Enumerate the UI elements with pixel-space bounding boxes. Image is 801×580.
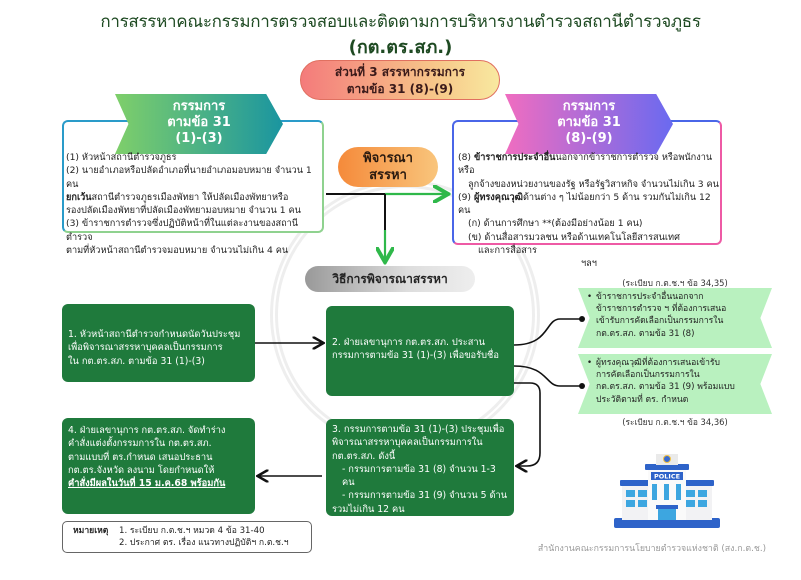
note-line: ผู้ทรงคุณวุฒิที่ต้องการเสนอเข้ารับ	[596, 358, 720, 368]
remark-item: 2. ประกาศ ตร. เรื่อง แนวทางปฏิบัติฯ ก.ต.…	[119, 538, 289, 548]
note-bullet: ข้าราชการประจำอื่นนอกจาก ข้าราชการตำรวจ …	[587, 291, 766, 340]
step-line: 2. ฝ่ายเลขานุการ กต.ตร.สภ. ประสาน	[332, 337, 486, 348]
list-item: (9) ผู้ทรงคุณวุฒิด้านต่าง ๆ ไม่น้อยกว่า …	[458, 191, 720, 218]
item-text: นอกจากข้าราชการตำรวจ หรือพนักงาน หรือ	[458, 152, 713, 177]
note-line: ข้าราชการตำรวจ ฯ ที่ต้องการเสนอ	[596, 304, 727, 315]
note1-dot	[579, 316, 585, 322]
step-line: ตามแบบที่ ตร.กำหนด เสนอประธาน	[68, 451, 213, 463]
item-number: (8)	[458, 152, 472, 163]
note2-dot	[579, 383, 585, 389]
page-title: การสรรหาคณะกรรมการตรวจสอบและติดตามการบริ…	[100, 12, 701, 32]
remarks-label: หมายเหตุ	[73, 526, 109, 536]
list-item: ตามที่หัวหน้าสถานีตำรวจมอบหมาย จำนวนไม่เ…	[66, 245, 289, 257]
right-panel-ribbon: กรรมการ ตามข้อ 31 (8)-(9)	[505, 94, 673, 154]
side-note-1: ข้าราชการประจำอื่นนอกจาก ข้าราชการตำรวจ …	[578, 288, 772, 348]
step2-to-step3-connector	[514, 382, 541, 466]
note-bullet: ผู้ทรงคุณวุฒิที่ต้องการเสนอเข้ารับ การคั…	[587, 357, 766, 406]
step-2-box: 2. ฝ่ายเลขานุการ กต.ตร.สภ. ประสาน กรรมกา…	[326, 306, 514, 396]
item-bold: ผู้ทรงคุณวุฒิ	[473, 191, 523, 203]
left-panel-ribbon: กรรมการ ตามข้อ 31 (1)-(3)	[115, 94, 283, 154]
section-pill-line1: ส่วนที่ 3 สรรหากรรมการ	[334, 65, 466, 79]
section-pill-line2: ตามข้อ 31 (8)-(9)	[346, 82, 454, 96]
list-etc: ฯลฯ	[581, 258, 597, 270]
note-line: ข้าราชการประจำอื่นนอกจาก	[596, 292, 704, 302]
exception-label: ยกเว้น	[66, 191, 92, 203]
page-subtitle: (กต.ตร.สภ.)	[348, 37, 453, 58]
list-item: (ข) ด้านสื่อสารมวลชน หรือด้านเทคโนโลยีสา…	[468, 231, 680, 243]
list-item: (8) ข้าราชการประจำอื่นนอกจากข้าราชการตำร…	[458, 151, 720, 178]
remarks-box: หมายเหตุ 1. ระเบียบ ก.ต.ช.ฯ หมวด 4 ข้อ 3…	[62, 521, 312, 553]
step-3-box: 3. กรรมการตามข้อ 31 (1)-(3) ประชุมเพื่อ …	[326, 419, 514, 516]
consider-pill-line1: พิจารณา	[363, 151, 413, 166]
step-line: - กรรมการตามข้อ 31 (9) จำนวน 5 ด้าน	[342, 490, 508, 502]
step2-to-note2-connector	[513, 365, 582, 387]
step-line: 3. กรรมการตามข้อ 31 (1)-(3) ประชุมเพื่อ	[332, 424, 505, 435]
ribbon-line: ตามข้อ 31	[167, 115, 231, 130]
right-panel-list: (8) ข้าราชการประจำอื่นนอกจากข้าราชการตำร…	[458, 151, 720, 271]
ribbon-line: กรรมการ	[562, 99, 616, 114]
note-line: กต.ตร.สภ. ตามข้อ 31 (9) พร้อมแบบ	[596, 382, 735, 393]
regulation-ref-1: (ระเบียบ ก.ต.ช.ฯ ข้อ 34,35)	[622, 278, 728, 288]
section-pill: ส่วนที่ 3 สรรหากรรมการ ตามข้อ 31 (8)-(9)	[300, 60, 500, 100]
step-line: พิจารณาสรรหาบุคคลเป็นกรรมการใน	[332, 437, 483, 449]
step-1-box: 1. หัวหน้าสถานีตำรวจกำหนดนัดวันประชุม เพ…	[62, 304, 255, 382]
step-line: 1. หัวหน้าสถานีตำรวจกำหนดนัดวันประชุม	[68, 329, 241, 340]
ribbon-line: (1)-(3)	[175, 131, 223, 146]
step-line: รวมไม่เกิน 12 คน	[332, 503, 405, 515]
consider-pill-line2: สรรหา	[369, 168, 407, 183]
side-note-2: ผู้ทรงคุณวุฒิที่ต้องการเสนอเข้ารับ การคั…	[578, 354, 772, 414]
note-line: การคัดเลือกเป็นกรรมการใน	[596, 370, 700, 381]
item-text: ด้านต่าง ๆ ไม่น้อยกว่า 5 ด้าน รวมกันไม่เ…	[458, 191, 711, 217]
police-station-icon: POLICE	[614, 454, 720, 528]
item-bold: ข้าราชการประจำอื่น	[473, 152, 556, 163]
method-pill: วิธีการพิจารณาสรรหา	[305, 266, 475, 292]
list-item: และการสื่อสาร	[478, 245, 537, 257]
list-item: ลูกจ้างของหน่วยงานของรัฐ หรือรัฐวิสาหกิจ…	[468, 178, 719, 190]
step-line: กต.ตร.จังหวัด ลงนาม โดยกำหนดให้	[68, 464, 215, 476]
remark-item: 1. ระเบียบ ก.ต.ช.ฯ หมวด 4 ข้อ 31-40	[119, 526, 265, 536]
ribbon-line: (8)-(9)	[565, 131, 613, 146]
step-line: 4. ฝ่ายเลขานุการ กต.ตร.สภ. จัดทำร่าง	[68, 425, 226, 436]
note-line: กต.ตร.สภ. ตามข้อ 31 (8)	[596, 328, 695, 339]
step-line: ใน กต.ตร.สภ. ตามข้อ 31 (1)-(3)	[68, 355, 205, 367]
list-item: (3) ข้าราชการตำรวจซึ่งปฏิบัติหน้าที่ในแต…	[66, 218, 299, 243]
step2-to-note1-connector	[513, 318, 582, 346]
list-item: (2) นายอำเภอหรือปลัดอำเภอที่นายอำเภอมอบห…	[66, 165, 312, 190]
item-number: (9)	[458, 191, 472, 203]
list-item: (1) หัวหน้าสถานีตำรวจภูธร	[66, 152, 177, 163]
list-item: (ก) ด้านการศึกษา **(ต้องมีอย่างน้อย 1 คน…	[468, 218, 643, 230]
left-panel-list: (1) หัวหน้าสถานีตำรวจภูธร (2) นายอำเภอหร…	[66, 151, 322, 257]
step-line: กต.ตร.สภ. ดังนี้	[332, 450, 396, 462]
step-4-box: 4. ฝ่ายเลขานุการ กต.ตร.สภ. จัดทำร่าง คำส…	[62, 418, 255, 514]
note-line: ประวัติตามที่ ตร. กำหนด	[596, 394, 689, 405]
step-line: เพื่อพิจารณาสรรหาบุคคลเป็นกรรมการ	[68, 342, 223, 354]
list-item: ยกเว้นสถานีตำรวจภูธรเมืองพัทยา ให้ปลัดเม…	[66, 191, 322, 204]
step-line: คำสั่งแต่งตั้งกรรมการใน กต.ตร.สภ.	[68, 438, 212, 450]
ribbon-line: กรรมการ	[172, 99, 226, 114]
police-sign: POLICE	[654, 473, 680, 481]
step-line: - กรรมการตามข้อ 31 (8) จำนวน 1-3 คน	[342, 463, 496, 489]
ribbon-line: ตามข้อ 31	[557, 115, 621, 130]
consider-pill: พิจารณา สรรหา	[338, 147, 438, 187]
note-line: เข้ารับการคัดเลือกเป็นกรรมการใน	[596, 316, 724, 327]
step-line: กรรมการตามข้อ 31 (1)-(3) เพื่อขอรับชื่อ	[332, 350, 499, 362]
step-4-emphasis: คำสั่งมีผลในวันที่ 15 ม.ค.68 พร้อมกัน	[68, 478, 226, 490]
list-item: รองปลัดเมืองพัทยาที่ปลัดเมืองพัทยามอบหมา…	[66, 205, 301, 217]
exception-text: สถานีตำรวจภูธรเมืองพัทยา ให้ปลัดเมืองพัท…	[91, 191, 289, 203]
footer-org-name: สำนักงานคณะกรรมการนโยบายตำรวจแห่งชาติ (ส…	[537, 544, 767, 554]
regulation-ref-2: (ระเบียบ ก.ต.ช.ฯ ข้อ 34,36)	[622, 417, 728, 427]
